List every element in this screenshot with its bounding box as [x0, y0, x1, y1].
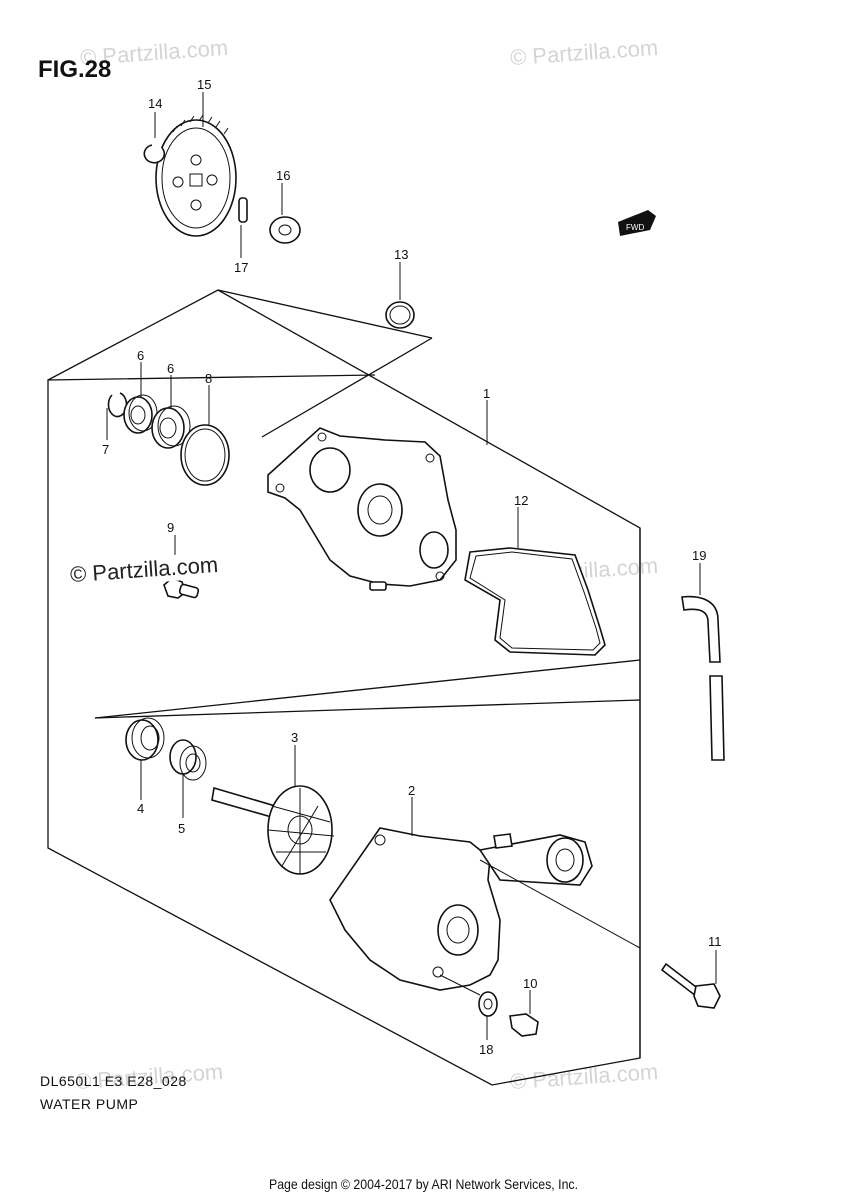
oil-seal-5[interactable] — [125, 717, 165, 761]
bolt-11[interactable] — [509, 1013, 539, 1037]
o-ring-14[interactable] — [385, 301, 415, 329]
pump-driven-gear[interactable] — [155, 114, 237, 237]
diagram-code: DL650L1 E3 E28_028 — [40, 1073, 187, 1089]
callout-labels: 15 14 16 17 13 6 6 8 7 1 12 9 19 3 5 4 2… — [102, 77, 722, 1057]
hose-19[interactable] — [681, 595, 725, 761]
pump-case[interactable] — [267, 427, 457, 591]
assembly-outline — [47, 289, 641, 1086]
figure-title: FIG.28 — [38, 56, 112, 83]
callout-10: 9 — [167, 520, 174, 535]
callout-3: 3 — [291, 730, 298, 745]
callout-8: 12 — [514, 493, 528, 508]
gasket-8[interactable] — [464, 547, 606, 656]
callout-6a: 6 — [137, 348, 144, 363]
callout-5: 4 — [137, 801, 144, 816]
callout-9: 8 — [205, 371, 212, 386]
washer-12[interactable] — [478, 991, 498, 1017]
callout-6b: 6 — [167, 361, 174, 376]
pin-18[interactable] — [238, 197, 248, 223]
impeller-shaft-3[interactable] — [211, 785, 335, 875]
callout-4: 5 — [178, 821, 185, 836]
forward-direction-tag: FWD — [618, 210, 656, 236]
circlip-7[interactable] — [107, 392, 128, 418]
callout-19: 19 — [692, 548, 706, 563]
callout-2: 2 — [408, 783, 415, 798]
svg-text:FWD: FWD — [626, 223, 644, 232]
callout-14: 13 — [394, 247, 408, 262]
bearing-6b[interactable] — [151, 405, 191, 449]
callout-17: 16 — [276, 168, 290, 183]
circlip-15[interactable] — [143, 144, 166, 164]
callout-12: 18 — [479, 1042, 493, 1057]
diagram-name: WATER PUMP — [40, 1096, 139, 1112]
callout-15: 14 — [148, 96, 162, 111]
callout-1: 1 — [483, 386, 490, 401]
mechanical-seal-4[interactable] — [169, 739, 207, 781]
callout-13: 11 — [708, 934, 722, 949]
washer-17[interactable] — [269, 216, 301, 244]
callout-18: 17 — [234, 260, 248, 275]
o-ring-9[interactable] — [180, 424, 230, 486]
bolt-13[interactable] — [660, 962, 721, 1009]
bearing-6a[interactable] — [123, 394, 158, 434]
callout-11: 10 — [523, 976, 537, 991]
leader-lines — [106, 92, 717, 1040]
pump-cover-2[interactable] — [329, 827, 593, 991]
callout-16: 15 — [197, 77, 211, 92]
callout-7: 7 — [102, 442, 109, 457]
page-credit: Page design © 2004-2017 by ARI Network S… — [268, 1176, 579, 1192]
